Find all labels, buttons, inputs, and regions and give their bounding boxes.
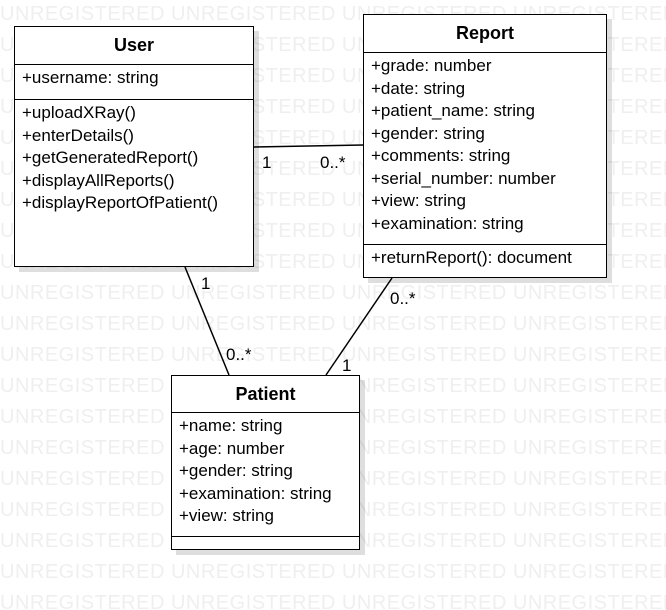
attributes-section: +grade: number +date: string +patient_na… (364, 53, 606, 245)
attribute: +examination: string (371, 213, 524, 233)
class-patient[interactable]: Patient +name: string +age: number +gend… (171, 375, 360, 550)
attribute: +date: string (371, 78, 466, 98)
operation: +getGeneratedReport() (22, 148, 199, 167)
user-patient-source-multiplicity: 1 (201, 274, 211, 293)
attribute: +comments: string (371, 146, 511, 165)
attribute: +gender: string (179, 461, 293, 480)
attribute: +grade: number (371, 56, 492, 75)
operation: +returnReport(): document (371, 248, 572, 267)
operation: +displayReportOfPatient() (22, 193, 219, 212)
attribute: +view: string (179, 506, 274, 525)
class-name: User (15, 27, 253, 65)
report-patient-target-multiplicity: 1 (342, 356, 352, 375)
association-report-patient[interactable] (325, 277, 393, 376)
class-name: Report (364, 15, 606, 53)
attribute: +name: string (179, 416, 283, 435)
operations-section: +returnReport(): document (364, 245, 606, 277)
attributes-section: +name: string +age: number +gender: stri… (172, 413, 359, 537)
attribute: +view: string (371, 191, 466, 210)
class-report[interactable]: Report +grade: number +date: string +pat… (363, 14, 607, 278)
operation: +enterDetails() (22, 125, 134, 145)
operations-section (172, 537, 359, 549)
attribute: +serial_number: number (371, 168, 556, 188)
operations-section: +uploadXRay() +enterDetails() +getGenera… (15, 100, 253, 266)
report-patient-source-multiplicity: 0..* (390, 289, 416, 308)
attribute: +age: number (179, 438, 285, 458)
association-user-patient[interactable] (184, 266, 230, 376)
association-user-report[interactable] (253, 144, 364, 148)
attributes-section: +username: string (15, 65, 253, 100)
user-report-target-multiplicity: 0..* (320, 153, 346, 172)
user-report-source-multiplicity: 1 (262, 153, 272, 172)
operation: +uploadXRay() (22, 103, 136, 122)
class-user[interactable]: User +username: string +uploadXRay() +en… (14, 26, 254, 267)
attribute: +gender: string (371, 123, 485, 143)
attribute: +examination: string (179, 483, 332, 503)
operation: +displayAllReports() (22, 170, 175, 190)
class-name: Patient (172, 376, 359, 413)
attribute: +patient_name: string (371, 101, 535, 120)
user-patient-target-multiplicity: 0..* (226, 345, 252, 364)
attribute: +username: string (22, 68, 159, 87)
